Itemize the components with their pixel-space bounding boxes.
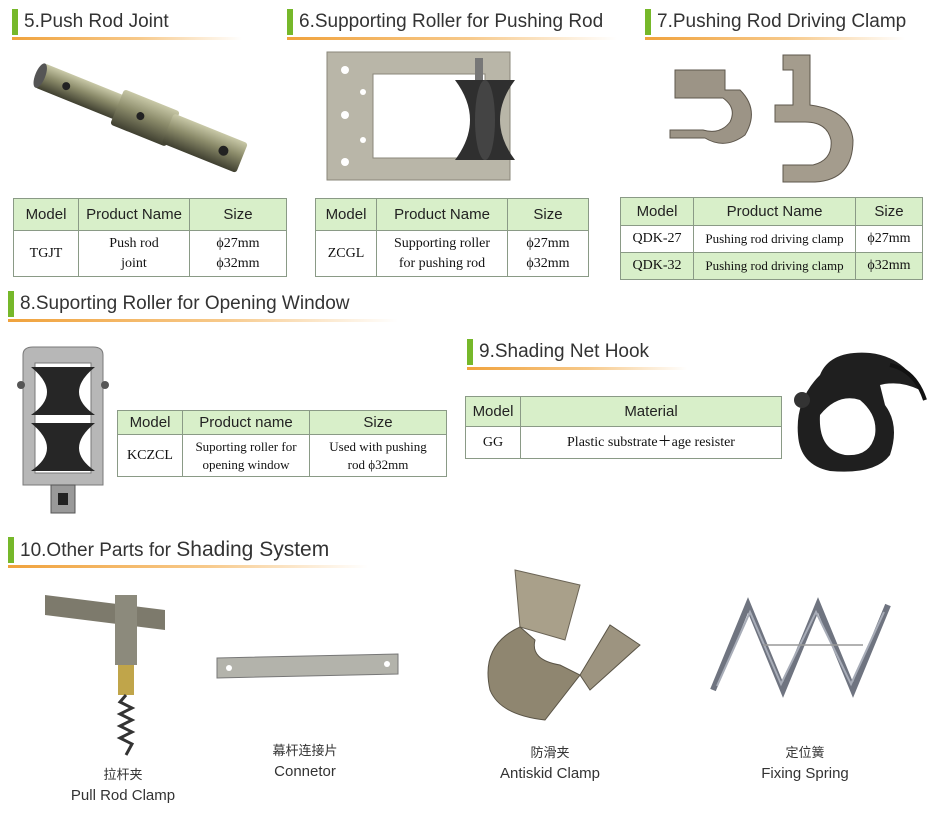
section-10-title-text-b: Shading System [176, 538, 330, 561]
col-model: Model [117, 410, 183, 435]
section-6-title-text: 6.Supporting Roller for Pushing Rod [299, 11, 604, 32]
cell-model: QDK-27 [620, 225, 694, 253]
section-8-title: 8.Suporting Roller for Opening Window [8, 291, 398, 322]
table-row: QDK-32 Pushing rod driving clamp ϕ32mm [620, 252, 923, 280]
col-product-name: Product Name [376, 198, 508, 231]
section-9-title-text: 9.Shading Net Hook [479, 341, 650, 362]
section-7-title: 7.Pushing Rod Driving Clamp [645, 9, 935, 40]
section-9-table: Model Material GG Plastic substrate＋age … [465, 396, 782, 459]
section-6-title: 6.Supporting Roller for Pushing Rod [287, 9, 632, 40]
col-product-name: Product name [182, 410, 310, 435]
cell-size: ϕ27mm [855, 225, 923, 253]
driving-clamp-photo [669, 54, 854, 183]
table-row: QDK-27 Pushing rod driving clamp ϕ27mm [620, 225, 923, 253]
cell-model: ZCGL [315, 230, 377, 277]
col-size: Size [855, 197, 923, 226]
cell-product-name: Suporting roller for opening window [182, 434, 310, 477]
cell-size: Used with pushing rod ϕ32mm [309, 434, 447, 477]
section-8-title-text: 8.Suporting Roller for Opening Window [20, 293, 350, 314]
section-8-table: Model Product name Size KCZCL Suporting … [117, 410, 447, 477]
col-model: Model [315, 198, 377, 231]
section-5-title-text: 5.Push Rod Joint [24, 11, 169, 32]
col-model: Model [620, 197, 694, 226]
col-model: Model [465, 396, 521, 427]
section-10-title: 10.Other Parts for Shading System [8, 537, 368, 568]
caption-fixing-spring: 定位簧 Fixing Spring [761, 746, 849, 782]
col-material: Material [520, 396, 782, 427]
window-roller-photo [17, 346, 109, 514]
cell-material: Plastic substrate＋age resister [520, 426, 782, 459]
cell-product-name: Pushing rod driving clamp [693, 252, 856, 280]
cell-product-name: Supporting roller for pushing rod [376, 230, 508, 277]
section-7-table: Model Product Name Size QDK-27 Pushing r… [620, 197, 923, 280]
cell-model: GG [465, 426, 521, 459]
section-5-table: Model Product Name Size TGJT Push rod jo… [13, 198, 287, 277]
push-rod-joint-photo [33, 63, 248, 173]
net-hook-photo [794, 352, 927, 472]
cell-size: ϕ27mm ϕ32mm [189, 230, 287, 277]
cell-product-name: Pushing rod driving clamp [693, 225, 856, 253]
caption-antiskid-clamp: 防滑夹 Antiskid Clamp [499, 746, 601, 782]
col-size: Size [507, 198, 589, 231]
section-5-title: 5.Push Rod Joint [12, 9, 252, 40]
col-product-name: Product Name [78, 198, 190, 231]
col-product-name: Product Name [693, 197, 856, 226]
cell-model: QDK-32 [620, 252, 694, 280]
caption-pull-rod-clamp: 拉杆夹 Pull Rod Clamp [70, 768, 176, 804]
antiskid-clamp-photo [487, 569, 641, 721]
fixing-spring-photo [710, 597, 891, 698]
col-model: Model [13, 198, 79, 231]
cell-model: TGJT [13, 230, 79, 277]
supporting-roller-photo [326, 51, 515, 181]
connector-photo [216, 653, 399, 679]
section-9-title: 9.Shading Net Hook [467, 339, 687, 370]
cell-product-name: Push rod joint [78, 230, 190, 277]
cell-size: ϕ27mm ϕ32mm [507, 230, 589, 277]
section-6-table: Model Product Name Size ZCGL Supporting … [315, 198, 589, 277]
cell-model: KCZCL [117, 434, 183, 477]
section-7-title-text: 7.Pushing Rod Driving Clamp [657, 11, 907, 32]
cell-size: ϕ32mm [855, 252, 923, 280]
caption-connector: 幕杆连接片 Connetor [272, 744, 338, 780]
col-size: Size [309, 410, 447, 435]
section-10-title-text-a: 10.Other Parts for [20, 540, 177, 561]
pull-rod-clamp-photo [45, 595, 165, 756]
col-size: Size [189, 198, 287, 231]
